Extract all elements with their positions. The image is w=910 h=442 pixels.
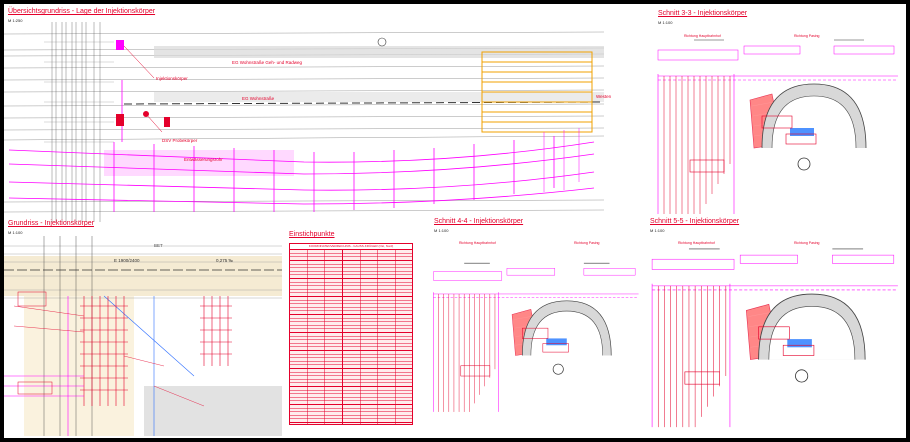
section-4-scale: M 1:100 [434, 228, 449, 233]
section-5-scale: M 1:100 [650, 228, 665, 233]
label-west: Westen [596, 94, 612, 99]
section-4-title: Schnitt 4-4 - Injektionskörper [434, 218, 524, 225]
section-5-left-label: Richtung Hauptbahnhof [678, 241, 715, 245]
label-injektionskoerper: Injektionskörper [156, 76, 188, 81]
section-3-left-label: Richtung Hauptbahnhof [684, 34, 721, 38]
grundriss-title: Grundriss - Injektionskörper [8, 220, 94, 227]
overview-scale: M 1:250 [8, 18, 23, 23]
label-entwaesserungsrohr: Entwässerungsrohr [184, 157, 223, 162]
section-4-drawing [432, 262, 640, 413]
grundriss-plan [4, 236, 282, 436]
label-dsv-probekoerper: DSV Probekörper [162, 138, 198, 143]
section-5-drawing [651, 248, 899, 428]
table-columns [290, 250, 412, 424]
section-4-left-label: Richtung Hauptbahnhof [459, 241, 496, 245]
table-header: KOORDINATENVERZEICHNIS - GAUSS-KRÜGER (O… [290, 244, 412, 250]
section-3-title: Schnitt 3-3 - Injektionskörper [658, 10, 748, 17]
drawing-sheet: Übersichtsgrundriss - Lage der Injektion… [4, 4, 906, 438]
section-5-title: Schnitt 5-5 - Injektionskörper [650, 218, 740, 225]
section-3-drawing [657, 39, 898, 214]
grundriss-bet: BET [154, 243, 163, 248]
section-3-right-label: Richtung Pasing [794, 34, 820, 38]
coordinate-table: KOORDINATENVERZEICHNIS - GAUSS-KRÜGER (O… [289, 243, 413, 425]
section-5-right-label: Richtung Pasing [794, 241, 820, 245]
table-title: Einstichpunkte [289, 231, 335, 238]
section-3-scale: M 1:100 [658, 20, 673, 25]
label-wohnstrasse-geh: EG Wohnstraße Geh- und Radweg [232, 60, 302, 65]
section-4-right-label: Richtung Pasing [574, 241, 600, 245]
overview-title: Übersichtsgrundriss - Lage der Injektion… [8, 8, 156, 15]
grundriss-station: E 1900/2400 [114, 258, 140, 263]
overview-plan [4, 22, 604, 222]
label-wohnstrasse: EG Wohnstraße [242, 96, 275, 101]
grundriss-scale: M 1:100 [8, 230, 23, 235]
grundriss-gradient: 0,275 ‰ [216, 258, 234, 263]
